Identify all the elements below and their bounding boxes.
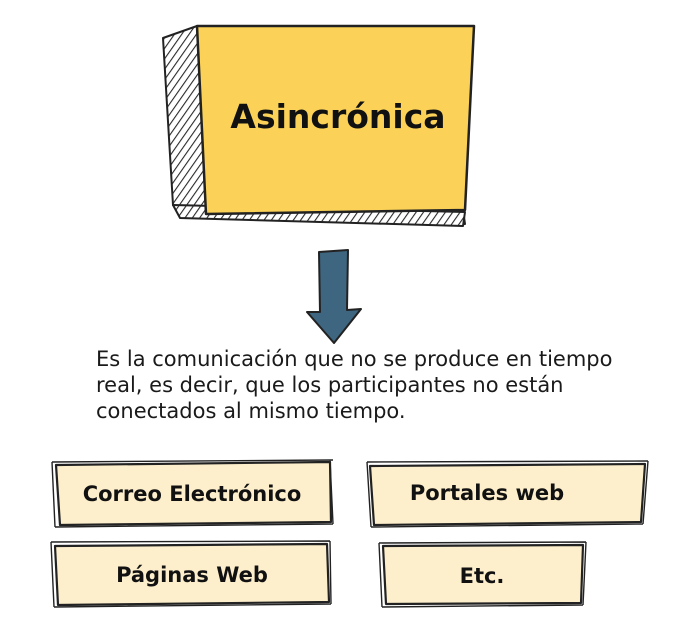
- example-label-paginas: Páginas Web: [116, 563, 268, 587]
- down-arrow: [306, 249, 362, 344]
- example-box-4: Etc.: [378, 541, 587, 608]
- title-text: Asincrónica: [230, 97, 445, 136]
- example-box-2: Portales web: [366, 460, 649, 528]
- example-label-portales: Portales web: [410, 481, 564, 505]
- example-label-etc: Etc.: [460, 564, 505, 588]
- title-block: Asincrónica: [162, 24, 476, 227]
- example-box-1: Correo Electrónico: [51, 459, 334, 528]
- example-label-correo: Correo Electrónico: [83, 482, 302, 506]
- example-box-3: Páginas Web: [50, 540, 332, 608]
- title-block-face: [195, 24, 476, 216]
- description-text: Es la comunicación que no se produce en …: [96, 347, 613, 423]
